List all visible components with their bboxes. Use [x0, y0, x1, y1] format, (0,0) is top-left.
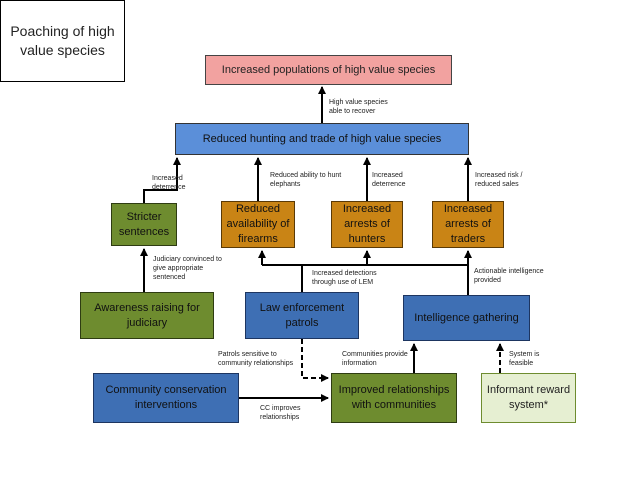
reduced-availability-box: Reduced availability of firearms	[221, 201, 295, 248]
label-judiciary-convinced: Judiciary convinced to give appropriate …	[153, 256, 222, 282]
reduced-hunting-box: Reduced hunting and trade of high value …	[175, 123, 469, 155]
intelligence-box: Intelligence gathering	[403, 295, 530, 341]
label-recover: High value species able to recover	[329, 99, 388, 116]
label-reduced-ability: Reduced ability to hunt elephants	[270, 172, 342, 189]
outcome-box: Increased populations of high value spec…	[205, 55, 452, 85]
informant-reward-box: Informant reward system*	[481, 373, 576, 423]
law-enforcement-box: Law enforcement patrols	[245, 292, 359, 339]
label-deterrence-1: Increased deterrence	[152, 175, 186, 192]
label-cc-improves: CC improves relationships	[260, 405, 301, 422]
community-conservation-box: Community conservation interventions	[93, 373, 239, 423]
arrow-stricter-to-hunting	[143, 157, 181, 203]
improved-relationships-box: Improved relationships with communities	[331, 373, 457, 423]
dashed-arrow-patrols-to-relationships	[301, 339, 329, 382]
awareness-raising-box: Awareness raising for judiciary	[80, 292, 214, 339]
label-deterrence-2: Increased deterrence	[372, 172, 406, 189]
label-system-feasible: System is feasible	[509, 351, 540, 368]
stricter-sentences-box: Stricter sentences	[111, 203, 177, 246]
label-risk-sales: Increased risk / reduced sales	[475, 172, 523, 189]
label-actionable: Actionable intelligence provided	[474, 268, 544, 285]
label-patrols-sensitive: Patrols sensitive to community relations…	[218, 351, 294, 368]
arrests-traders-box: Increased arrests of traders	[432, 201, 504, 248]
diagram-title: Poaching of high value species	[0, 0, 125, 82]
arrests-hunters-box: Increased arrests of hunters	[331, 201, 403, 248]
label-detections: Increased detections through use of LEM	[312, 270, 377, 287]
label-communities-info: Communities provide information	[342, 351, 408, 368]
